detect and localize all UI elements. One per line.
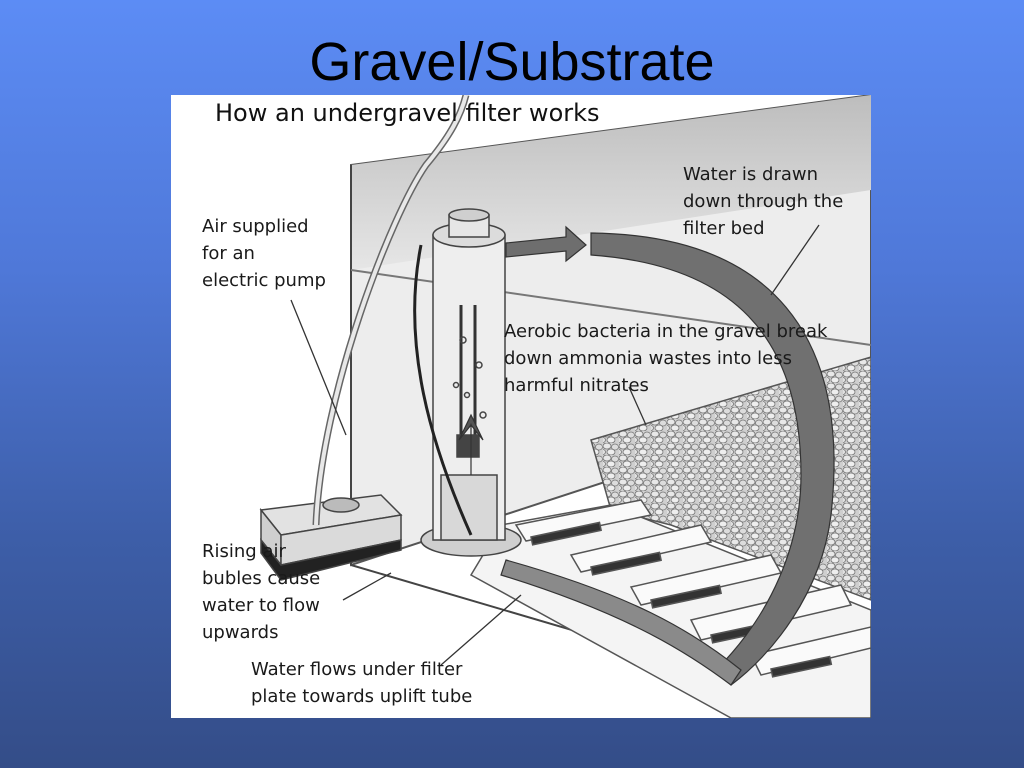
figure-heading: How an undergravel filter works xyxy=(215,99,600,127)
filter-plate xyxy=(469,499,871,718)
diagram-illustration xyxy=(259,95,871,718)
leader-lines xyxy=(290,224,820,666)
undergravel-filter-diagram: How an undergravel filter works Water is… xyxy=(171,95,871,718)
label-aerobic-bacteria: Aerobic bacteria in the gravel break dow… xyxy=(504,321,828,396)
label-air-supplied: Air supplied for an electric pump xyxy=(202,216,326,291)
air-pump xyxy=(259,494,403,581)
label-water-drawn: Water is drawn down through the filter b… xyxy=(683,164,844,239)
label-water-flows: Water flows under filter plate towards u… xyxy=(251,659,473,707)
uplift-tube xyxy=(420,208,522,557)
label-rising-air: Rising air bubles cause water to flow up… xyxy=(202,541,321,643)
slide-title: Gravel/Substrate xyxy=(309,32,715,92)
water-flow-arrows xyxy=(413,225,835,686)
